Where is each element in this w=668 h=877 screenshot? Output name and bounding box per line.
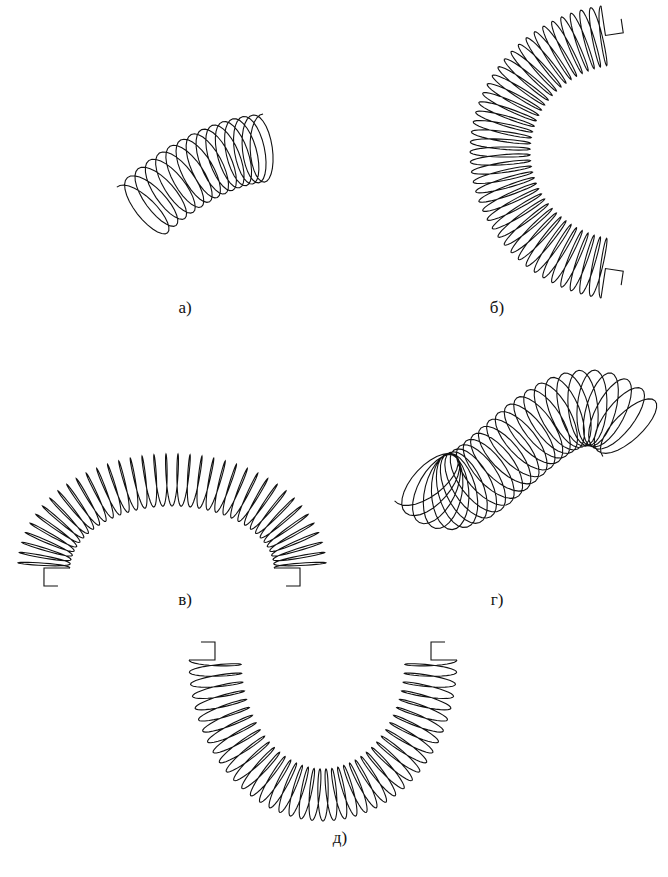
- spring-coil: [117, 114, 273, 234]
- spring-a: [117, 114, 273, 234]
- spring-v: [18, 454, 326, 586]
- figure-label: в): [178, 590, 192, 610]
- spring-coil: [470, 6, 607, 298]
- figure-label: б): [490, 298, 504, 318]
- figure-label: а): [178, 298, 191, 318]
- spring-g: [395, 370, 657, 530]
- figure-label: г): [491, 590, 504, 610]
- spring-coil: [395, 370, 657, 530]
- spring-hook: [44, 568, 70, 586]
- spring-hook: [431, 642, 457, 660]
- spring-coil: [18, 454, 326, 568]
- spring-hook: [601, 269, 623, 299]
- spring-b: [470, 6, 623, 298]
- spring-d: [189, 642, 457, 821]
- spring-coil: [189, 660, 457, 821]
- spring-hook: [274, 568, 300, 586]
- figure-label: д): [333, 828, 347, 848]
- spring-hook: [189, 642, 215, 660]
- spring-hook: [601, 6, 623, 36]
